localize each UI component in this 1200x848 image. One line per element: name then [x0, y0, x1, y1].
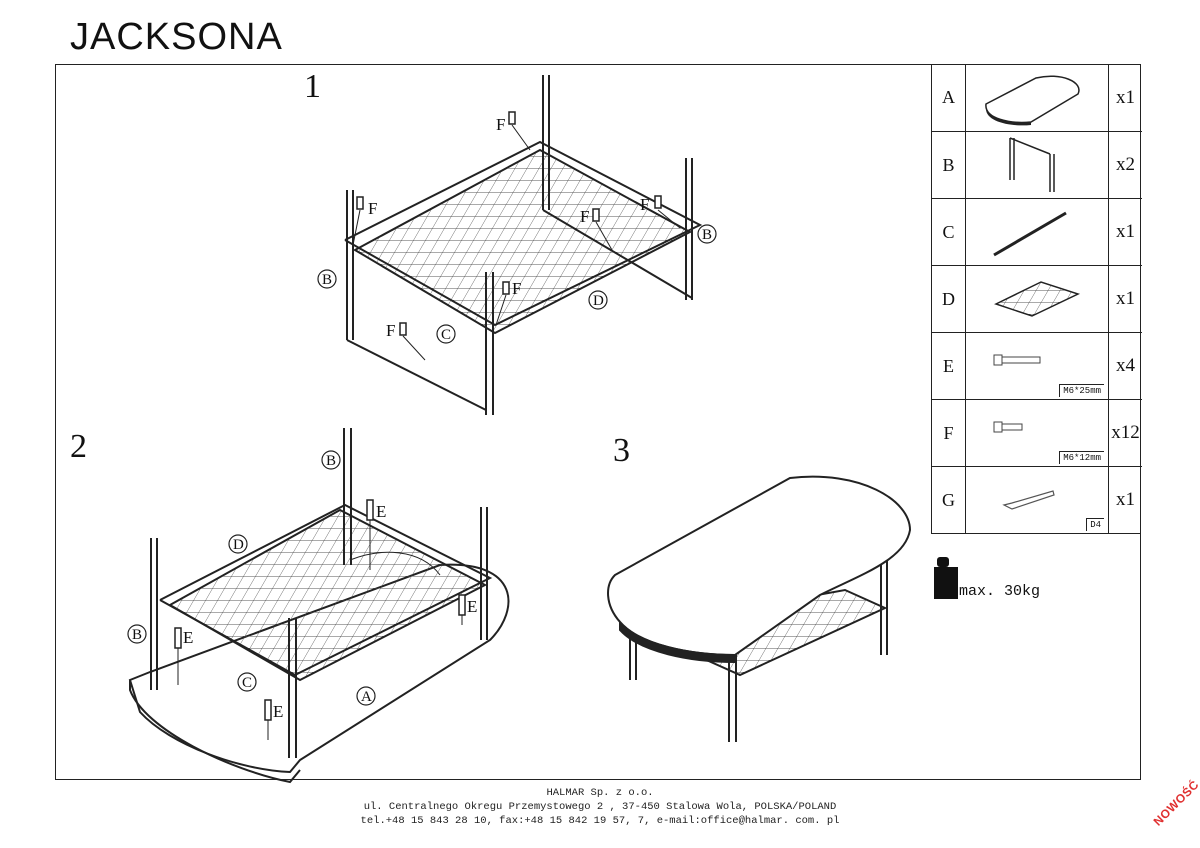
part-qty: x4 — [1108, 333, 1142, 399]
step-number-1: 1 — [304, 68, 321, 105]
leg-frame-icon — [966, 132, 1108, 198]
part-letter: D — [932, 266, 966, 332]
part-row-D: D x1 — [932, 265, 1142, 332]
allen-key-icon: D4 — [966, 467, 1108, 533]
part-size: M6*12mm — [1059, 451, 1104, 464]
callout-B-1: B — [702, 227, 712, 243]
callout-D-1: D — [593, 293, 604, 309]
part-letter: E — [932, 333, 966, 399]
part-letter: C — [932, 199, 966, 265]
callout-C-2: C — [242, 675, 252, 691]
callout-F-1: F — [496, 115, 505, 134]
callout-B-4: B — [132, 627, 142, 643]
footer-company: HALMAR Sp. z o.o. — [546, 787, 654, 799]
part-row-B: B x2 — [932, 131, 1142, 198]
callout-F-5: F — [512, 279, 521, 298]
step-number-2: 2 — [70, 428, 87, 465]
part-qty: x1 — [1108, 199, 1142, 265]
footer-address: ul. Centralnego Okregu Przemystowego 2 ,… — [363, 801, 837, 813]
crossbar-icon — [966, 199, 1108, 265]
callout-C-1: C — [441, 327, 451, 343]
step1-drawing — [344, 75, 703, 415]
part-letter: A — [932, 64, 966, 131]
callout-F-3: F — [640, 195, 649, 214]
callout-E-1: E — [376, 502, 386, 521]
step2-drawing — [128, 428, 510, 784]
step2-screw-icons — [174, 499, 466, 721]
step-number-3: 3 — [613, 432, 630, 469]
part-qty: x1 — [1108, 64, 1142, 131]
callout-B-2: B — [322, 272, 332, 288]
footer-contact: tel.+48 15 843 28 10, fax:+48 15 842 19 … — [360, 815, 840, 827]
step1-screw-icons — [356, 111, 662, 336]
part-size: M6*25mm — [1059, 384, 1104, 397]
callout-A-1: A — [361, 689, 372, 705]
part-letter: G — [932, 467, 966, 533]
part-size: D4 — [1086, 518, 1104, 531]
part-qty: x1 — [1108, 266, 1142, 332]
part-qty: x12 — [1108, 400, 1142, 466]
tabletop-icon — [966, 64, 1108, 131]
step3-drawing — [607, 475, 912, 742]
callout-F-2: F — [368, 199, 377, 218]
part-row-A: A x1 — [932, 64, 1142, 131]
mesh-shelf-icon — [966, 266, 1108, 332]
callout-E-3: E — [183, 628, 193, 647]
callout-F-4: F — [580, 207, 589, 226]
long-screw-icon: M6*25mm — [966, 333, 1108, 399]
callout-D-2: D — [233, 537, 244, 553]
part-row-E: E M6*25mm x4 — [932, 332, 1142, 399]
part-qty: x1 — [1108, 467, 1142, 533]
instruction-frame — [55, 64, 1141, 780]
callout-E-2: E — [467, 597, 477, 616]
parts-list: A x1 B x2 C x1 D x1 E M6*25mm x4 F — [931, 64, 1142, 534]
part-qty: x2 — [1108, 132, 1142, 198]
part-letter: F — [932, 400, 966, 466]
callout-E-4: E — [273, 702, 283, 721]
part-row-C: C x1 — [932, 198, 1142, 265]
callout-B-3: B — [326, 453, 336, 469]
callout-F-6: F — [386, 321, 395, 340]
footer: HALMAR Sp. z o.o. ul. Centralnego Okregu… — [0, 786, 1200, 828]
part-row-F: F M6*12mm x12 — [932, 399, 1142, 466]
weight-icon — [934, 557, 958, 599]
page-title: JACKSONA — [70, 16, 283, 58]
part-letter: B — [932, 132, 966, 198]
short-screw-icon: M6*12mm — [966, 400, 1108, 466]
max-load-label: max. 30kg — [959, 583, 1041, 600]
part-row-G: G D4 x1 — [932, 466, 1142, 533]
